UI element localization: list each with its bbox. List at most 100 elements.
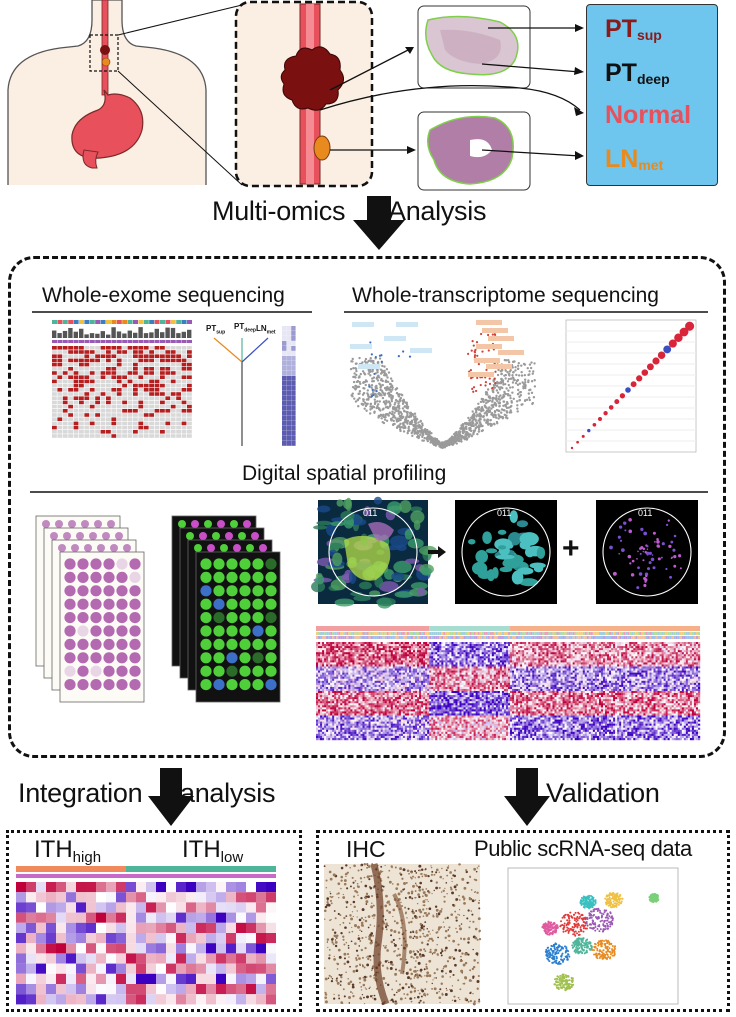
dsp-heat-cell <box>346 650 349 653</box>
oncoplot-cell <box>111 388 117 392</box>
dsp-heat-cell <box>673 660 676 663</box>
dsp-heat-cell <box>572 658 575 661</box>
oncoplot-cell <box>176 388 181 392</box>
dsp-heat-cell <box>681 662 685 665</box>
dsp-heat-cell <box>427 644 430 647</box>
volcano-point <box>489 419 492 422</box>
oncoplot-cell <box>84 409 90 413</box>
dsp-heat-cell <box>588 646 592 649</box>
dsp-heat-cell <box>633 662 636 665</box>
dsp-heat-cell <box>661 660 664 663</box>
volcano-point <box>510 404 513 408</box>
dsp-heat-cell <box>406 656 410 659</box>
oncoplot-cell <box>170 400 176 405</box>
dsp-heat-cell <box>503 656 507 659</box>
dsp-heat-cell <box>528 650 531 653</box>
oncoplot-cell <box>95 388 100 392</box>
dsp-heat-cell <box>336 642 339 645</box>
dsp-heat-cell <box>421 652 424 655</box>
oncoplot-cell <box>52 430 57 434</box>
dsp-heat-cell <box>328 642 331 645</box>
volcano-point <box>350 360 353 363</box>
dsp-heat-cell <box>546 656 549 659</box>
dsp-heat-cell <box>493 652 497 655</box>
roi-stroma-mask <box>652 566 656 570</box>
volcano-point-up <box>473 354 477 357</box>
dsp-annot <box>645 636 648 639</box>
dsp-heat-cell <box>651 660 654 663</box>
oncoplot-bar <box>68 327 73 338</box>
dsp-heat-cell <box>461 646 464 649</box>
volcano-point <box>363 372 366 375</box>
dsp-heat-cell <box>473 650 476 653</box>
oncoplot-cell <box>133 430 138 434</box>
dsp-annot <box>406 632 409 635</box>
dsp-heat-cell <box>320 642 323 645</box>
dsp-heat-cell <box>376 644 379 647</box>
dsp-heat-cell <box>465 648 468 651</box>
volcano-point-up <box>494 370 497 373</box>
dsp-annot <box>586 632 589 635</box>
dsp-heat-cell <box>340 646 343 649</box>
dsp-heat-cell <box>477 648 480 651</box>
volcano-point <box>420 431 423 434</box>
oncoplot-cell <box>127 346 133 350</box>
dsp-heat-cell <box>645 660 648 663</box>
dsp-heat-cell <box>320 658 323 661</box>
dsp-heat-cell <box>463 656 466 659</box>
he-core <box>103 638 115 650</box>
dsp-heat-cell <box>520 644 523 647</box>
dsp-heat-cell <box>322 658 325 661</box>
dsp-heat-cell <box>689 656 693 659</box>
volcano-point <box>478 421 482 424</box>
roi-stroma-mask <box>650 557 655 562</box>
dsp-heat-cell <box>657 660 660 663</box>
dsp-heat-cell <box>564 646 567 649</box>
volcano-point <box>387 406 390 409</box>
dsp-heat-cell <box>316 648 319 651</box>
dsp-heat-cell <box>344 658 347 661</box>
if-core <box>265 585 277 597</box>
dsp-annot <box>580 636 583 639</box>
dsp-heat-cell <box>508 658 511 661</box>
dsp-heat-cell <box>328 660 331 663</box>
volcano-point <box>450 442 453 446</box>
dsp-heat-cell <box>691 660 695 663</box>
volcano-point <box>496 391 500 394</box>
dsp-heat-cell <box>528 654 531 657</box>
roi-tumor-mask <box>471 561 488 575</box>
dsp-heat-cell <box>455 658 458 661</box>
dsp-heat-cell <box>655 660 658 663</box>
volcano-point <box>516 383 520 387</box>
dsp-heat-cell <box>623 646 626 649</box>
volcano-point <box>514 366 517 369</box>
dotplot-point <box>614 399 620 405</box>
roi-stroma-mask <box>673 564 677 568</box>
dotplot-point <box>652 357 660 365</box>
dsp-heat-cell <box>378 662 381 665</box>
volcano-point <box>504 377 507 380</box>
volcano-point <box>368 395 371 399</box>
dsp-heat-cell <box>330 656 333 659</box>
dsp-heat-cell <box>384 654 387 657</box>
dsp-heat-cell <box>651 644 654 647</box>
dsp-heat-cell <box>423 662 426 665</box>
oncoplot-bar <box>181 331 186 338</box>
dsp-heat-cell <box>574 662 577 665</box>
dsp-annot <box>510 636 513 639</box>
volcano-point <box>512 360 516 363</box>
volcano-label-up <box>498 350 524 355</box>
dsp-heat-cell <box>546 646 549 649</box>
dsp-annot <box>671 632 674 635</box>
oncoplot-cell <box>57 421 63 426</box>
ccf-cell <box>282 386 287 391</box>
dsp-heat-cell <box>685 644 689 647</box>
dsp-heat-cell <box>540 648 543 651</box>
oncoplot-cell <box>84 388 90 392</box>
he-core <box>90 625 102 637</box>
dsp-heat-cell <box>550 652 553 655</box>
dsp-heat-cell <box>673 642 676 645</box>
dsp-heat-cell <box>677 652 680 655</box>
volcano-point <box>455 442 459 445</box>
volcano-point <box>363 387 366 390</box>
